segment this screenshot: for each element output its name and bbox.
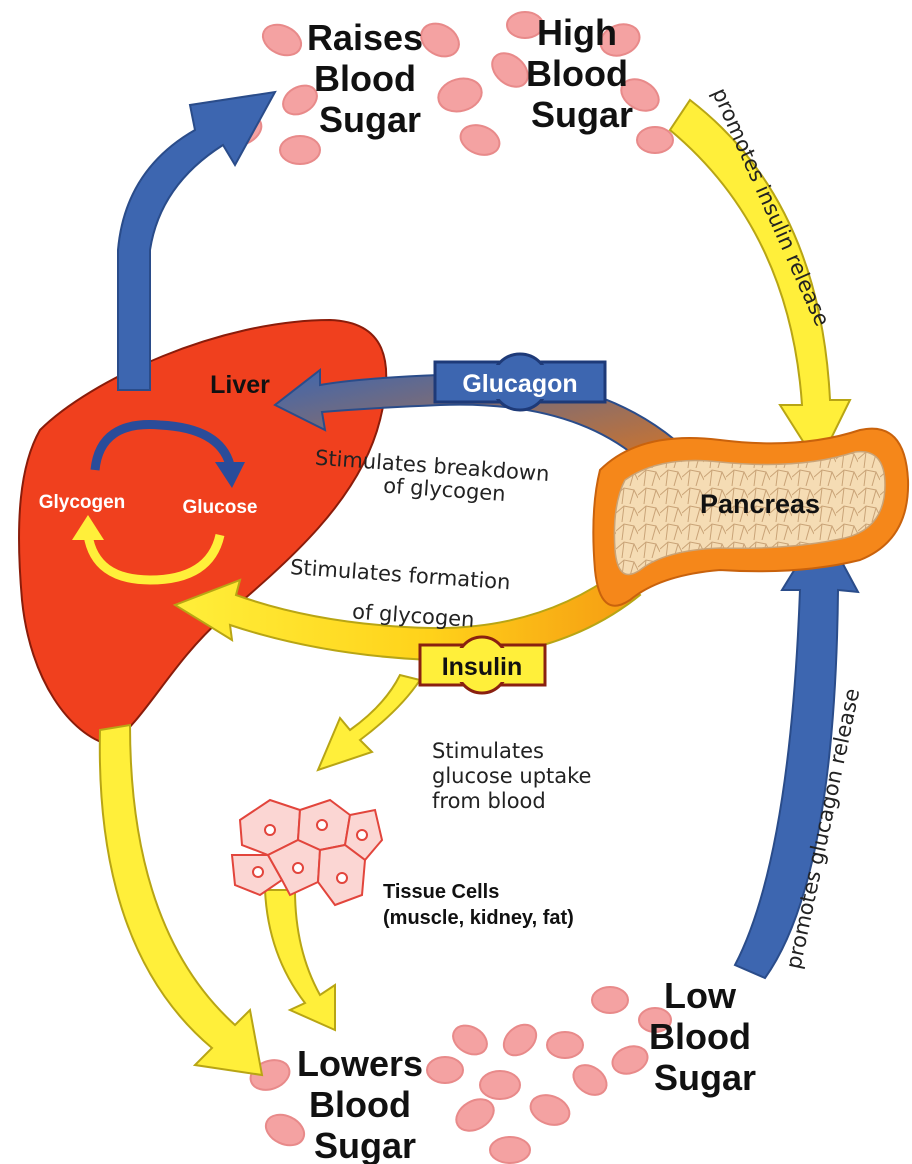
glucagon-badge: Glucagon <box>433 352 607 412</box>
raises-blood-sugar-label: Raises Blood Sugar <box>307 17 433 140</box>
glucagon-label: Glucagon <box>462 370 577 398</box>
liver-label: Liver <box>210 371 270 399</box>
arrow-tissue-lowers-sugar <box>263 889 336 1032</box>
high-blood-sugar-label: High Blood Sugar <box>526 12 638 135</box>
stimulates-uptake-label: Stimulates glucose uptake from blood <box>432 739 598 813</box>
blood-cells-bottom <box>249 986 672 1164</box>
arrow-high-sugar-pancreas <box>668 98 852 468</box>
lowers-blood-sugar-label: Lowers Blood Sugar <box>297 1043 433 1164</box>
glucose-label: Glucose <box>183 497 258 518</box>
pancreas-organ <box>592 427 910 607</box>
insulin-label: Insulin <box>442 653 523 681</box>
arrow-liver-lowers-sugar <box>98 723 264 1077</box>
glycogen-glucose-cycle <box>72 420 245 585</box>
tissue-cells-label: Tissue Cells (muscle, kidney, fat) <box>383 881 574 929</box>
insulin-badge: Insulin <box>418 635 547 695</box>
glycogen-label: Glycogen <box>39 492 126 513</box>
promotes-insulin-release-label: promotes insulin release <box>707 84 834 330</box>
arrow-insulin-tissue <box>316 673 422 772</box>
tissue-cells <box>230 798 384 907</box>
low-blood-sugar-label: Low Blood Sugar <box>649 975 761 1098</box>
arrow-liver-raises-sugar <box>117 90 277 391</box>
arrow-low-sugar-pancreas <box>733 522 860 980</box>
pancreas-label: Pancreas <box>700 489 820 519</box>
blood-cells-top <box>217 11 674 165</box>
